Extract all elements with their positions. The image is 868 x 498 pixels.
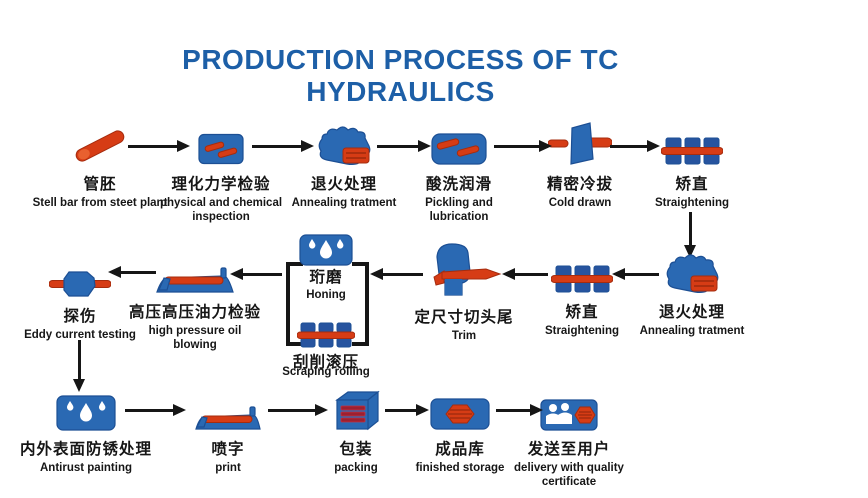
straightening-rollers-icon: [661, 132, 723, 166]
steel-bar-icon: [71, 126, 129, 166]
step-label-en: high pressure oil blowing: [148, 325, 242, 351]
step-label-zh: 理化力学检验: [171, 176, 271, 193]
step-label-en: Eddy current testing: [24, 329, 136, 341]
step-label-en: Straightening: [654, 197, 730, 209]
page-title: PRODUCTION PROCESS OF TC HYDRAULICS: [182, 44, 619, 107]
step-label-en: Trim: [451, 330, 477, 342]
step-label-en: packing: [334, 462, 378, 474]
flow-arrow-down: [684, 212, 696, 258]
step-cold-drawn: 精密冷拔 Cold drawn: [530, 122, 630, 210]
annealing-furnace-icon: [315, 124, 373, 166]
step-label-zh: 内外表面防锈处理: [19, 441, 152, 458]
step-annealing-2: 退火处理 Annealing tratment: [627, 250, 757, 338]
step-antirust: 内外表面防锈处理 Antirust painting: [11, 393, 161, 475]
step-label-zh: 喷字: [211, 441, 245, 458]
step-eddy-current: 探伤 Eddy current testing: [13, 270, 147, 342]
step-label-en: Pickling and lubrication: [425, 197, 493, 223]
step-trim: 定尺寸切头尾 Trim: [404, 243, 524, 343]
step-label-zh: 高压高压油力检验: [128, 304, 261, 321]
step-straightening-2: 矫直 Straightening: [527, 262, 637, 338]
step-steel-bar: 管胚 Stell bar from steet plant: [15, 126, 185, 210]
step-label-zh: 定尺寸切头尾: [414, 309, 514, 326]
step-label-en: finished storage: [415, 462, 505, 474]
cold-drawn-die-icon: [548, 122, 612, 166]
step-packing: 包装 packing: [306, 390, 406, 475]
print-bench-icon: [194, 398, 262, 431]
flow-arrow: [125, 404, 186, 416]
flow-arrow: [370, 268, 423, 280]
step-inspection: 理化力学检验 physical and chemical inspection: [151, 128, 291, 224]
step-delivery: 发送至用户 delivery with quality certificate: [509, 396, 629, 489]
antirust-bath-icon: [56, 393, 116, 431]
flow-arrow-down: [73, 340, 85, 392]
step-label-zh: 酸洗润滑: [425, 176, 492, 193]
delivery-customers-icon: [540, 396, 598, 431]
step-straightening-1: 矫直 Straightening: [637, 132, 747, 210]
step-label-zh: 精密冷拔: [546, 176, 613, 193]
step-label-zh: 刮削滚压: [292, 354, 359, 371]
step-label-en: Annealing tratment: [291, 197, 397, 209]
step-label-en: print: [215, 462, 241, 474]
flow-arrow: [496, 404, 543, 416]
step-label-zh: 矫直: [675, 176, 709, 193]
inspection-icon: [198, 128, 244, 166]
step-label-en: Cold drawn: [548, 197, 612, 209]
pickling-tank-icon: [431, 128, 487, 166]
scraping-rollers-icon: [297, 322, 355, 348]
flow-arrow: [128, 140, 190, 152]
bracket-right: [352, 262, 369, 346]
step-annealing-1: 退火处理 Annealing tratment: [279, 124, 409, 210]
step-label-en: delivery with quality certificate: [514, 462, 624, 488]
step-label-zh: 包装: [339, 441, 373, 458]
flow-arrow: [502, 268, 548, 280]
oil-blowing-bench-icon: [155, 264, 235, 294]
flow-arrow: [612, 268, 659, 280]
step-label-en: Antirust painting: [40, 462, 132, 474]
step-print: 喷字 print: [178, 398, 278, 475]
flow-arrow: [252, 140, 314, 152]
flow-arrow: [230, 268, 282, 280]
step-label-en: physical and chemical inspection: [159, 197, 283, 223]
flow-arrow: [494, 140, 552, 152]
annealing-furnace-icon: [663, 250, 721, 294]
step-label-zh: 退火处理: [658, 304, 725, 321]
step-label-en: Annealing tratment: [639, 325, 745, 337]
step-label-en: Straightening: [544, 325, 620, 337]
step-oil-blowing: 高压高压油力检验 high pressure oil blowing: [120, 264, 270, 352]
flow-arrow: [108, 266, 156, 278]
step-label-zh: 成品库: [435, 441, 485, 458]
bracket-left: [286, 262, 303, 346]
storage-bundle-icon: [430, 395, 490, 431]
flow-arrow: [377, 140, 431, 152]
step-pickling: 酸洗润滑 Pickling and lubrication: [417, 128, 501, 224]
flow-arrow: [268, 404, 328, 416]
step-label-en: Stell bar from steet plant: [32, 197, 168, 209]
step-label-en: Scraping rolling: [282, 366, 370, 378]
step-label-zh: 管胚: [83, 176, 117, 193]
step-storage: 成品库 finished storage: [400, 395, 520, 475]
step-label-zh: 矫直: [565, 304, 599, 321]
flow-arrow: [385, 404, 429, 416]
step-label-zh: 退火处理: [310, 176, 377, 193]
packing-box-icon: [332, 390, 380, 431]
eddy-current-probe-icon: [49, 270, 111, 298]
flow-arrow: [610, 140, 660, 152]
honing-icon: [299, 234, 353, 266]
step-label-en: Honing: [306, 289, 346, 301]
step-label-zh: 发送至用户: [527, 441, 611, 458]
straightening-rollers-icon: [551, 262, 613, 294]
step-label-zh: 探伤: [63, 308, 97, 325]
step-label-zh: 珩磨: [309, 269, 343, 286]
trim-cutter-icon: [426, 243, 502, 299]
